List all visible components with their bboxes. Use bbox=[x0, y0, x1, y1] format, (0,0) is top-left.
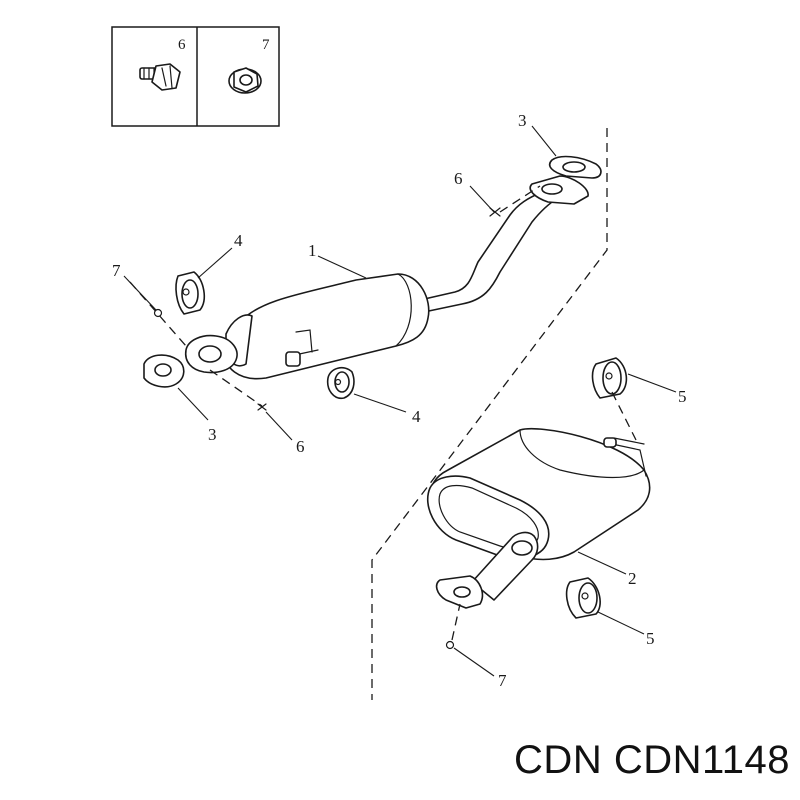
inset-label-6: 6 bbox=[178, 37, 186, 53]
callout-4-lower: 4 bbox=[412, 407, 421, 426]
callout-3-left: 3 bbox=[208, 425, 217, 444]
front-pipe-catalyst bbox=[184, 175, 589, 380]
connection-lines bbox=[129, 185, 637, 641]
bolt-lower bbox=[257, 403, 267, 411]
mounting-rubber-upper bbox=[175, 271, 206, 315]
gasket-left bbox=[143, 354, 185, 388]
callout-6-upper: 6 bbox=[454, 169, 463, 188]
leader-lines bbox=[123, 125, 677, 677]
nut-left bbox=[153, 308, 163, 318]
callout-2: 2 bbox=[628, 569, 637, 588]
callout-labels: 1 2 3 3 4 4 5 5 6 6 7 7 bbox=[112, 111, 687, 690]
callout-4-upper: 4 bbox=[234, 231, 243, 250]
callout-1: 1 bbox=[308, 241, 317, 260]
part-number-caption: CDN CDN1148 bbox=[514, 738, 790, 782]
rubber-hanger-rear-lower bbox=[565, 577, 601, 619]
bolt-icon bbox=[139, 63, 181, 91]
callout-6-lower: 6 bbox=[296, 437, 305, 456]
fastener-inset: 6 7 bbox=[111, 26, 280, 127]
assembly-outline bbox=[371, 128, 608, 700]
rubber-hanger-rear-upper bbox=[591, 357, 628, 399]
rear-silencer bbox=[426, 427, 651, 609]
callout-3-upper: 3 bbox=[518, 111, 527, 130]
flange-nut-icon bbox=[228, 67, 262, 94]
callout-7-left: 7 bbox=[112, 261, 121, 280]
callout-5-lower: 5 bbox=[646, 629, 655, 648]
callout-5-upper: 5 bbox=[678, 387, 687, 406]
inset-label-7: 7 bbox=[262, 37, 270, 53]
nut-bottom bbox=[445, 640, 455, 650]
gasket-upper bbox=[548, 155, 602, 179]
callout-7-bottom: 7 bbox=[498, 671, 507, 690]
mounting-rubber-lower bbox=[326, 366, 355, 400]
